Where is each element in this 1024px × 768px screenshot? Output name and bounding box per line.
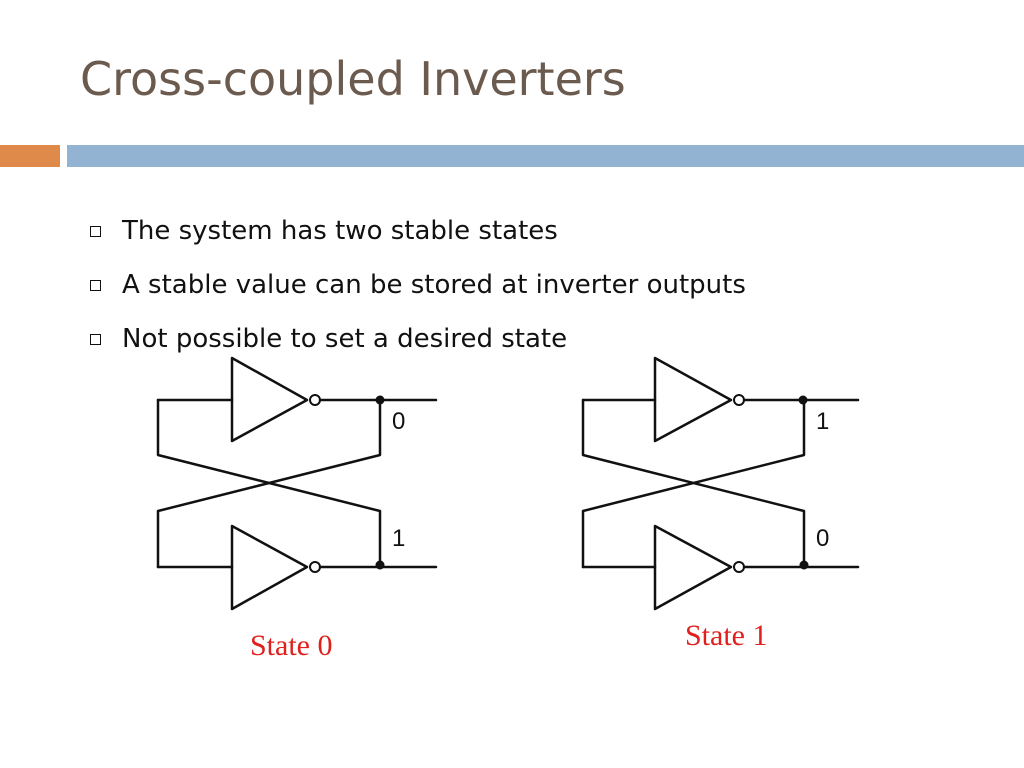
inverter-bottom-triangle <box>653 524 733 611</box>
square-bullet-icon <box>90 279 101 291</box>
inverter-top-bubble <box>733 394 745 406</box>
caption-state-0: State 0 <box>250 629 333 662</box>
output-value-top: 0 <box>392 408 405 435</box>
circuit-state-0: 0 1 <box>156 356 438 611</box>
inverter-top-triangle <box>230 356 309 443</box>
square-bullet-icon <box>90 225 101 237</box>
square-bullet-icon <box>90 333 101 345</box>
inverter-bottom-triangle <box>230 524 309 611</box>
inverter-top-triangle <box>653 356 733 443</box>
output-value-bottom: 1 <box>392 525 405 552</box>
circuit-state-1: 1 0 <box>581 356 860 611</box>
junction-dot <box>798 395 808 405</box>
accent-bar-blue <box>67 145 1024 167</box>
bullet-list: The system has two stable states A stabl… <box>90 204 746 366</box>
wire-bottom-loop <box>156 398 382 569</box>
caption-state-1: State 1 <box>685 619 768 652</box>
junction-dot <box>799 560 809 570</box>
bullet-text: Not possible to set a desired state <box>122 324 568 354</box>
inverter-top-bubble <box>309 394 321 406</box>
output-value-top: 1 <box>816 408 829 435</box>
junction-dot <box>375 560 385 570</box>
bullet-item: The system has two stable states <box>90 204 746 258</box>
slide-title: Cross-coupled Inverters <box>80 52 626 106</box>
junction-dot <box>375 395 385 405</box>
bullet-text: The system has two stable states <box>122 216 558 246</box>
output-value-bottom: 0 <box>816 525 829 552</box>
bullet-text: A stable value can be stored at inverter… <box>122 270 746 300</box>
bullet-item: A stable value can be stored at inverter… <box>90 258 746 312</box>
inverter-bottom-bubble <box>309 561 321 573</box>
accent-bar-orange <box>0 145 60 167</box>
inverter-bottom-bubble <box>733 561 745 573</box>
bullet-item: Not possible to set a desired state <box>90 312 746 366</box>
wire-bottom-loop <box>581 398 806 569</box>
